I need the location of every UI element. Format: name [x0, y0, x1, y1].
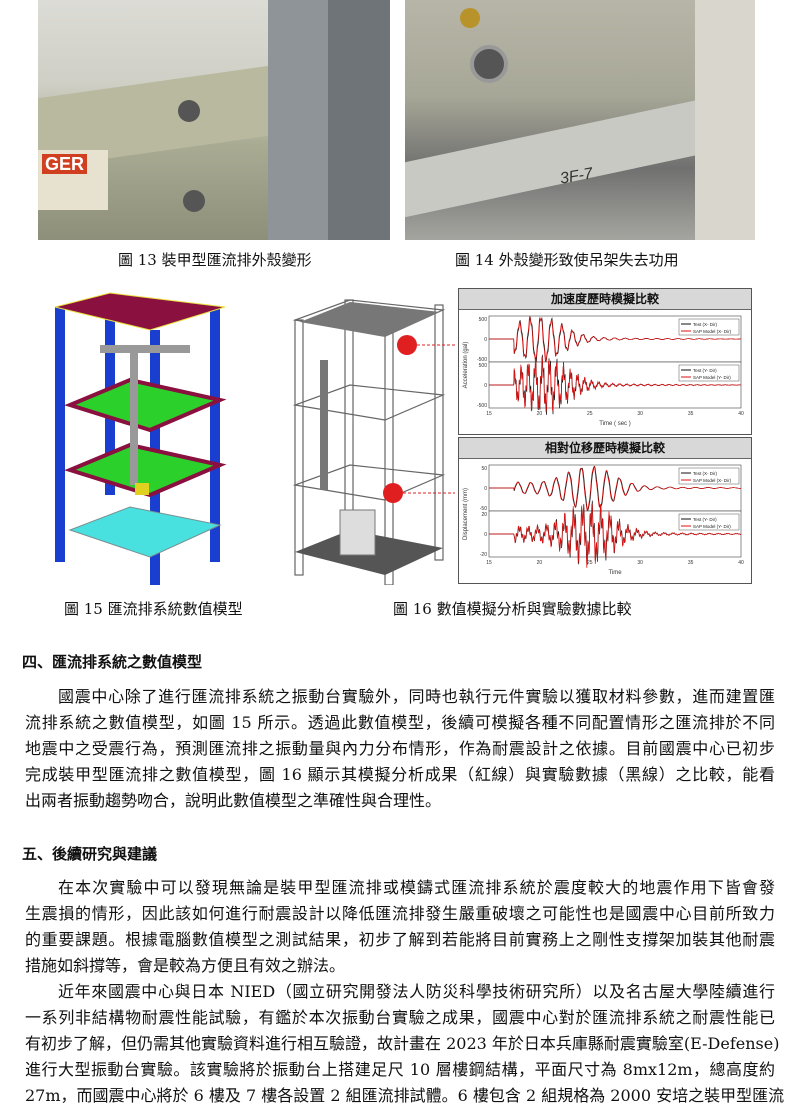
paragraph-line: 完成裝甲型匯流排之數值模型，圖 16 顯示其模擬分析成果（紅線）與實驗數據（黑線… [25, 765, 775, 784]
paragraph-line: 近年來國震中心與日本 NIED（國立研究開發法人防災科學技術研究所）以及名古屋大… [58, 982, 775, 1001]
product-label-text: GER [42, 154, 88, 174]
x-tick-label: 25 [587, 560, 593, 566]
y-tick-label: -20 [480, 552, 487, 558]
paragraph-line: 出兩者振動趨勢吻合，說明此數值模型之準確性與合理性。 [25, 791, 442, 810]
legend-box [678, 364, 740, 382]
x-tick-label: 20 [537, 560, 543, 566]
y-tick-label: 0 [484, 486, 487, 492]
paragraph-line: 措施如斜撐等，會是較為方便且有效之辦法。 [25, 956, 346, 975]
x-tick-label: 40 [738, 411, 744, 417]
model-series-line [489, 503, 742, 568]
legend-entry: SAP Model (Y- Dir) [693, 375, 731, 380]
legend-entry: SAP Model (X- Dir) [693, 478, 732, 483]
panel-title: 加速度歷時模擬比較 [459, 289, 751, 310]
y-tick-label: -50 [480, 506, 487, 512]
y-axis-label: Displacement (mm) [463, 488, 469, 540]
x-tick-label: 15 [486, 411, 492, 417]
section4-heading: 四、匯流排系統之數值模型 [22, 653, 203, 671]
y-axis-label: Acceleration (gal) [463, 342, 469, 389]
model-series-line [489, 356, 742, 412]
legend-box [678, 318, 740, 336]
y-tick-label: -500 [477, 403, 487, 409]
paragraph-line: 有初步了解，但仍需其他實驗資料進行相互驗證，故計畫在 2023 年於日本兵庫縣耐… [25, 1034, 780, 1053]
model-series-line [489, 466, 741, 512]
x-tick-label: 35 [688, 560, 694, 566]
paragraph-line: 地震中之受震行為，預測匯流排之振動量與內力分布情形，作為耐震設計之依據。目前國震… [25, 739, 775, 758]
paragraph-line: 國震中心除了進行匯流排系統之振動台實驗外，同時也執行元件實驗以獲取材料參數，進而… [58, 687, 775, 706]
product-label: GER [38, 150, 108, 210]
sensor-marker-top [397, 335, 417, 355]
acceleration-chart: Acceleration (gal) 500 0 -500 Test (X- Dir) S… [463, 315, 744, 427]
displacement-chart: Displacement (mm) 50 0 -50 Test (X- Dir) SAP … [463, 464, 744, 576]
fig15-numerical-model [54, 292, 227, 585]
legend-box [678, 513, 740, 531]
legend-entry: SAP Model (X- Dir) [693, 329, 732, 334]
legend-entry: Test (Y- Dir) [693, 517, 717, 522]
panel-title: 相對位移歷時模擬比較 [459, 438, 751, 459]
paragraph-line: 27m，而國震中心將於 6 樓及 7 樓各設置 2 組匯流排試體。6 樓包含 2… [25, 1086, 785, 1105]
model-series-line [489, 315, 741, 364]
y-tick-label: 500 [479, 317, 488, 323]
x-tick-label: 30 [637, 411, 643, 417]
y-tick-label: 20 [481, 512, 487, 518]
sensor-marker-bottom [383, 483, 403, 503]
fig13-photo: GER [38, 0, 390, 240]
legend-box [678, 467, 740, 485]
paragraph-line: 一系列非結構物耐震性能試驗，有鑑於本次振動台實驗之成果，國震中心對於匯流排系統之… [25, 1008, 775, 1027]
x-tick-label: 35 [688, 411, 694, 417]
x-tick-label: 20 [537, 411, 543, 417]
x-tick-label: 25 [587, 411, 593, 417]
paragraph-line: 在本次實驗中可以發現無論是裝甲型匯流排或模鑄式匯流排系統於震度較大的地震作用下皆… [58, 878, 775, 897]
legend-entry: Test (X- Dir) [693, 322, 718, 327]
x-axis-label: Time [608, 570, 622, 576]
paragraph-line: 流排系統之數值模型，如圖 15 所示。透過此數值模型，後續可模擬各種不同配置情形… [25, 713, 775, 732]
x-tick-label: 40 [738, 560, 744, 566]
fig15-caption: 圖 15 匯流排系統數值模型 [64, 600, 243, 618]
legend-entry: SAP Model (Y- Dir) [693, 524, 731, 529]
fig13-caption: 圖 13 裝甲型匯流排外殼變形 [118, 251, 312, 269]
y-tick-label: -500 [477, 357, 487, 363]
x-tick-label: 15 [486, 560, 492, 566]
fig14-photo: 3F-7 [405, 0, 755, 240]
fig16-test-frame [292, 299, 455, 585]
y-tick-label: 50 [481, 466, 487, 472]
fig14-caption: 圖 14 外殼變形致使吊架失去功用 [455, 251, 679, 269]
legend-entry: Test (X- Dir) [693, 471, 718, 476]
x-axis-label: Time ( sec ) [599, 421, 630, 427]
paragraph-line: 進行大型振動台實驗。該實驗將於振動台上搭建足尺 10 層樓鋼結構，平面尺寸為 8… [25, 1060, 775, 1079]
y-tick-label: 0 [484, 383, 487, 389]
y-tick-label: 0 [484, 337, 487, 343]
legend-entry: Test (Y- Dir) [693, 368, 717, 373]
fig16-caption: 圖 16 數值模擬分析與實驗數據比較 [393, 600, 632, 618]
y-tick-label: 500 [479, 363, 488, 369]
paragraph-line: 生震損的情形，因此該如何進行耐震設計以降低匯流排發生嚴重破壞之可能性也是國震中心… [25, 904, 775, 923]
paragraph-line: 的重要課題。根據電腦數值模型之測試結果，初步了解到若能將目前實務上之剛性支撐架加… [25, 930, 775, 949]
x-tick-label: 30 [637, 560, 643, 566]
y-tick-label: 0 [484, 532, 487, 538]
section5-heading: 五、後續研究與建議 [22, 845, 158, 863]
